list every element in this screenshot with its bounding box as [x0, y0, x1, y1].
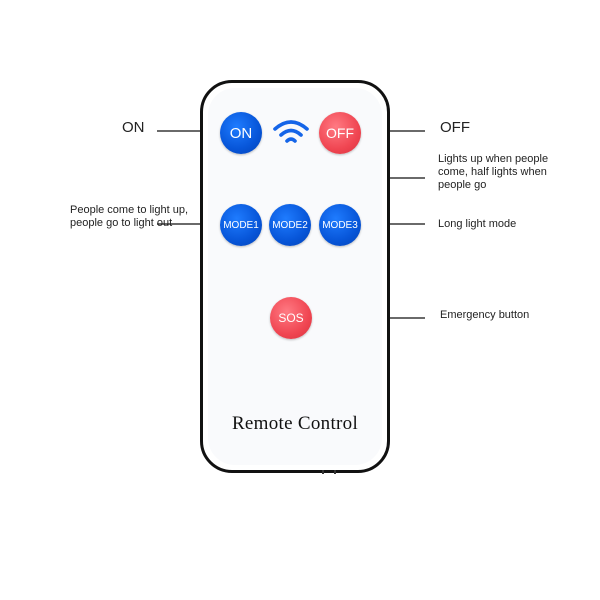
mode3-button[interactable]: MODE3 [319, 204, 361, 246]
mode1-button[interactable]: MODE1 [220, 204, 262, 246]
remote-bottom-notch [322, 470, 336, 474]
callout-mode2: Lights up when people come, half lights … [438, 153, 549, 191]
wifi-signal-icon [273, 120, 309, 143]
mode2-button[interactable]: MODE2 [269, 204, 311, 246]
callout-mode1: People come to light up, people go to li… [70, 204, 189, 229]
callout-mode3: Long light mode [438, 218, 517, 230]
callout-sos: Emergency button [440, 309, 530, 321]
off-button[interactable]: OFF [319, 112, 361, 154]
sos-button[interactable]: SOS [270, 297, 312, 339]
on-button[interactable]: ON [220, 112, 262, 154]
remote-brand-label: Remote Control [231, 413, 359, 434]
callout-on: ON [122, 119, 145, 136]
callout-off: OFF [440, 119, 470, 136]
